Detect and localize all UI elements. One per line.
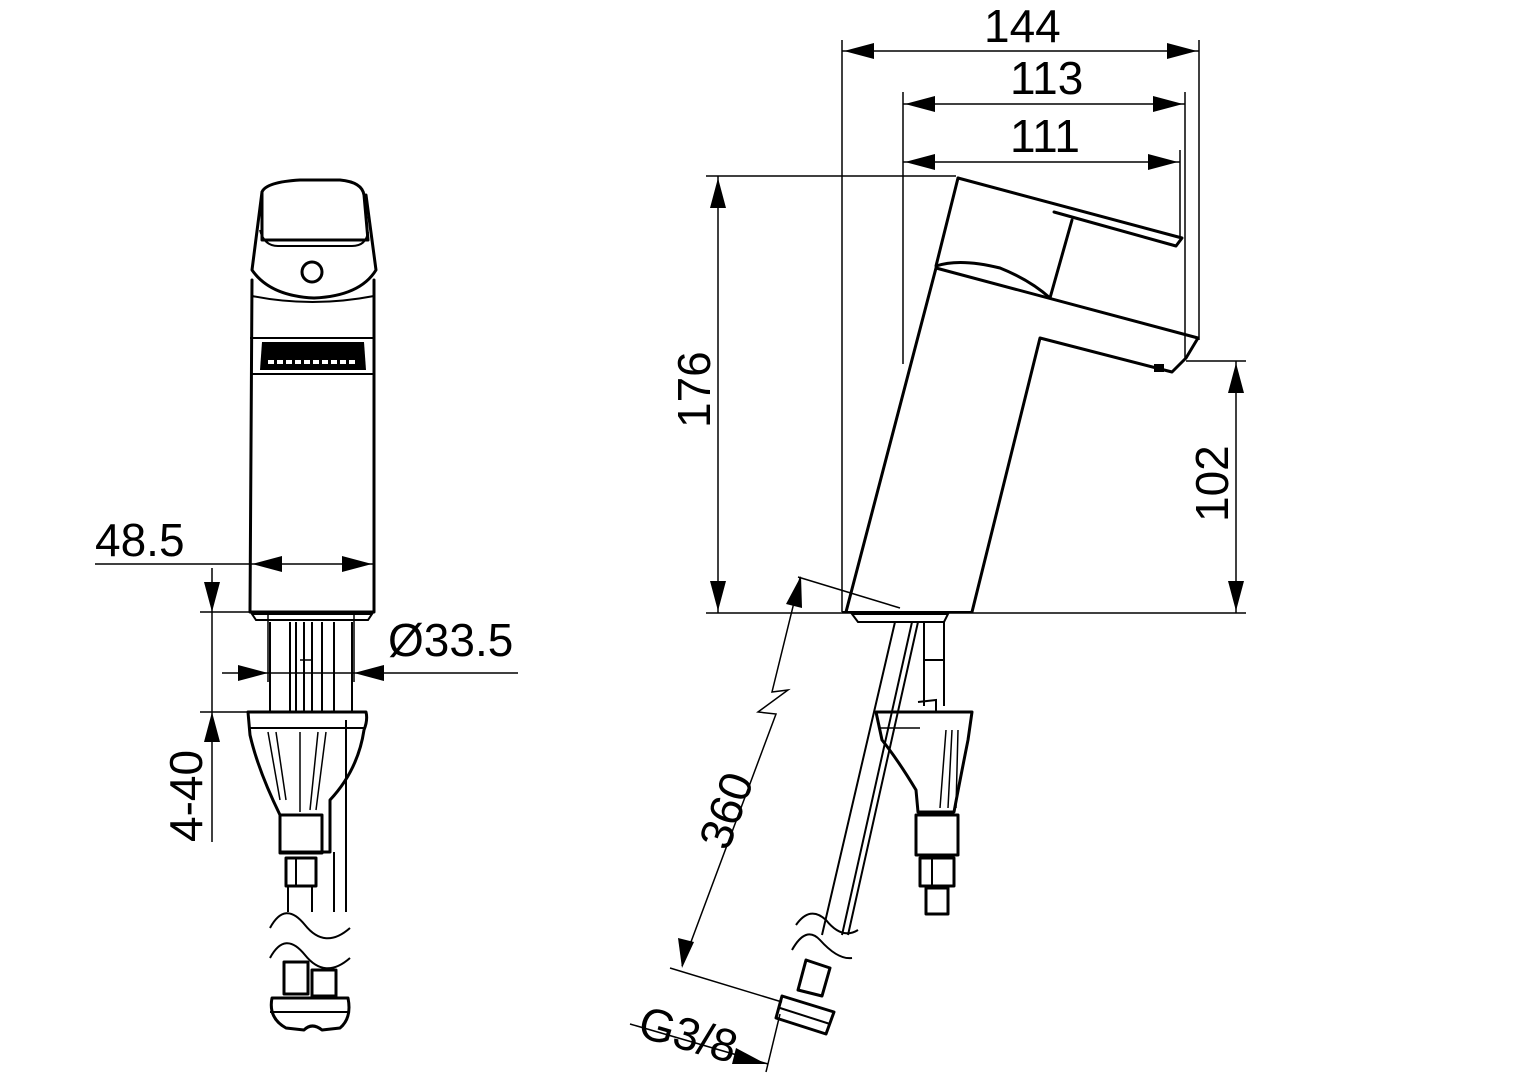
base-plate	[250, 613, 374, 621]
side-rod	[923, 622, 945, 706]
lever-cap	[260, 178, 370, 242]
body-back	[844, 266, 938, 614]
side-fitting	[796, 958, 832, 998]
break-line-bottom	[269, 942, 351, 970]
side-view: 144 113 111 176 102 360	[629, 0, 1246, 1073]
hose-lines	[287, 720, 347, 912]
dim-spout-reach-inner: 111	[1010, 110, 1080, 162]
bracket-nut	[278, 813, 324, 855]
side-bracket-nut	[914, 813, 960, 857]
side-hose-nut	[918, 856, 956, 888]
dim-deck-thickness: 4-40	[160, 750, 212, 842]
right-tube	[311, 622, 353, 712]
aerator-tip	[1154, 364, 1164, 372]
spout	[934, 266, 1200, 614]
side-fitting-nut	[774, 994, 836, 1036]
front-view: 48.5 Ø33.5 4-40	[95, 178, 518, 1032]
dim-outlet-height: 102	[1186, 445, 1238, 522]
lever-body	[250, 190, 378, 300]
mixer-body	[248, 278, 376, 614]
aerator-slots	[268, 360, 355, 364]
lever-screw	[300, 260, 324, 284]
side-connector	[924, 886, 950, 916]
lever-cap-rim	[259, 229, 369, 247]
side-break-bottom	[791, 933, 853, 960]
dim-connection-thread: G3/8	[633, 996, 743, 1073]
dim-base-diameter: Ø33.5	[388, 614, 513, 666]
lever-front	[1048, 218, 1074, 300]
side-bracket	[874, 710, 974, 814]
side-hose	[821, 621, 919, 936]
fitting-nuts	[269, 996, 351, 1032]
dim-spout-reach-outer: 113	[1010, 52, 1083, 104]
mounting-bracket	[246, 710, 369, 854]
break-line-top	[269, 912, 351, 940]
lever-top	[956, 176, 1184, 248]
fitting-left	[282, 960, 310, 996]
hose-nut	[284, 856, 318, 888]
fitting-right	[310, 968, 338, 998]
dim-overall-height: 176	[668, 351, 720, 428]
lever-side	[934, 176, 1052, 300]
dim-overall-depth: 144	[984, 0, 1061, 52]
side-break-top	[795, 912, 859, 935]
body-collar	[251, 295, 375, 303]
aerator-grille	[260, 342, 366, 370]
dim-body-width: 48.5	[95, 514, 185, 566]
left-tube	[269, 622, 305, 712]
